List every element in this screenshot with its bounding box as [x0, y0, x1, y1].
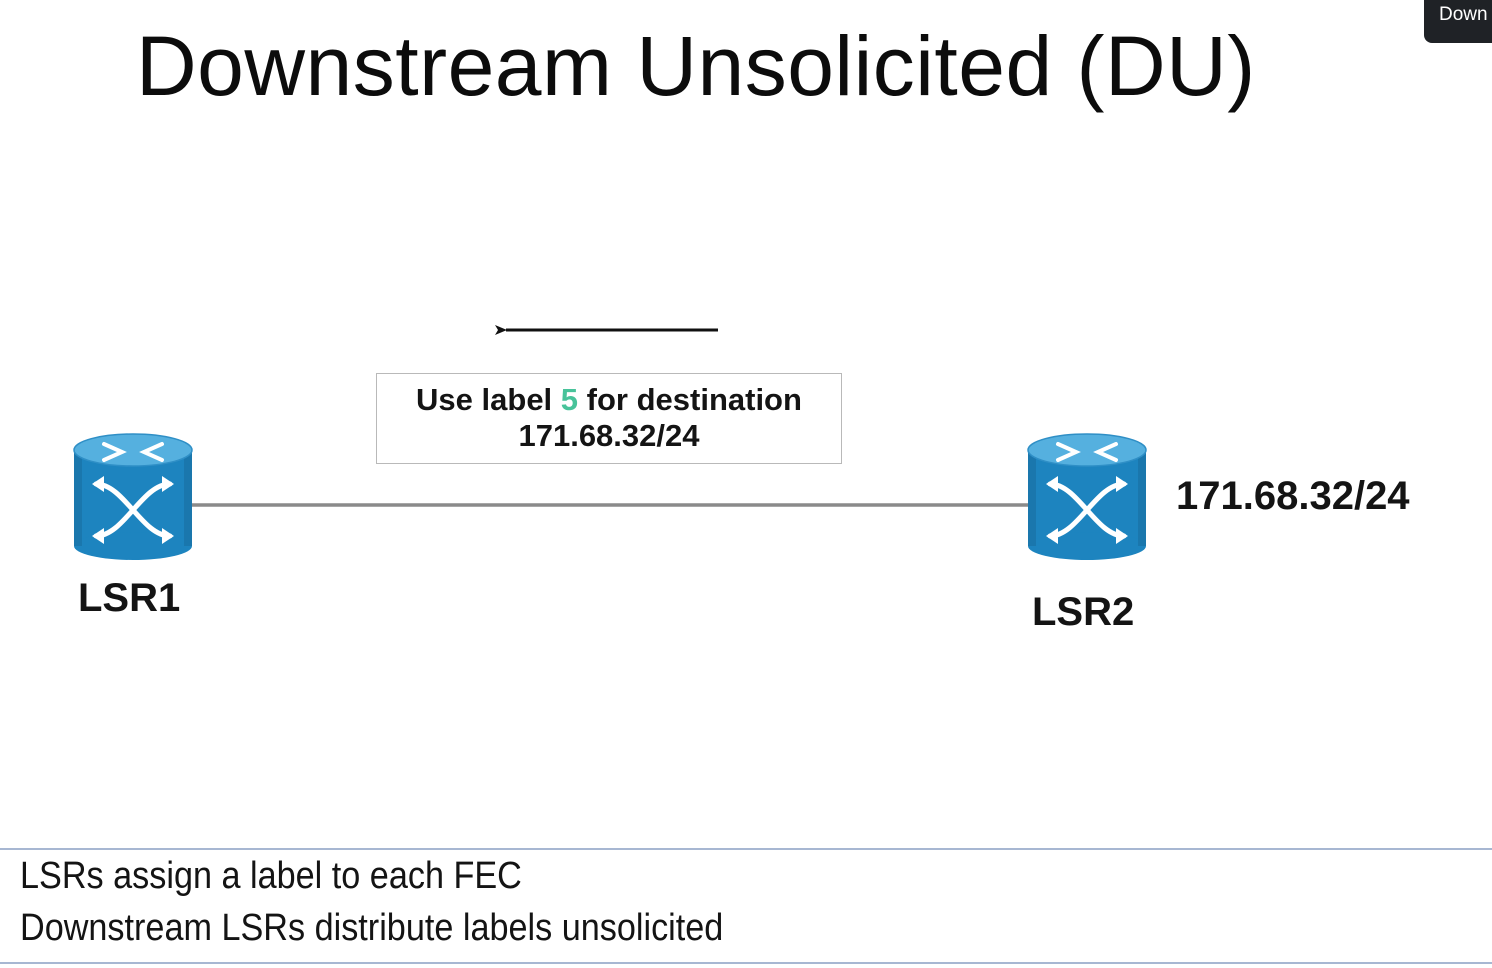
router-label-lsr1: LSR1	[78, 576, 181, 620]
label-value: 5	[560, 382, 579, 417]
notes-bottom-divider	[0, 962, 1492, 964]
corner-tooltip: Down	[1424, 0, 1492, 43]
router-switch-icon	[74, 434, 192, 560]
slide-title: Downstream Unsolicited (DU)	[136, 19, 1256, 113]
notes-list: LSRs assign a label to each FEC Downstre…	[20, 850, 723, 954]
label-mapping-message: Use label 5 for destination 171.68.32/24	[376, 373, 842, 464]
note-line: Downstream LSRs distribute labels unsoli…	[20, 907, 724, 949]
message-text-after: for destination	[578, 382, 802, 417]
message-line-1: Use label 5 for destination	[377, 382, 841, 418]
note-line: LSRs assign a label to each FEC	[20, 855, 522, 897]
router-label-lsr2: LSR2	[1032, 590, 1135, 634]
router-switch-icon	[1028, 434, 1146, 560]
message-text-before: Use label	[416, 382, 561, 417]
message-line-2: 171.68.32/24	[518, 418, 700, 453]
notes-top-divider	[0, 848, 1492, 850]
destination-prefix: 171.68.32/24	[1176, 474, 1410, 518]
